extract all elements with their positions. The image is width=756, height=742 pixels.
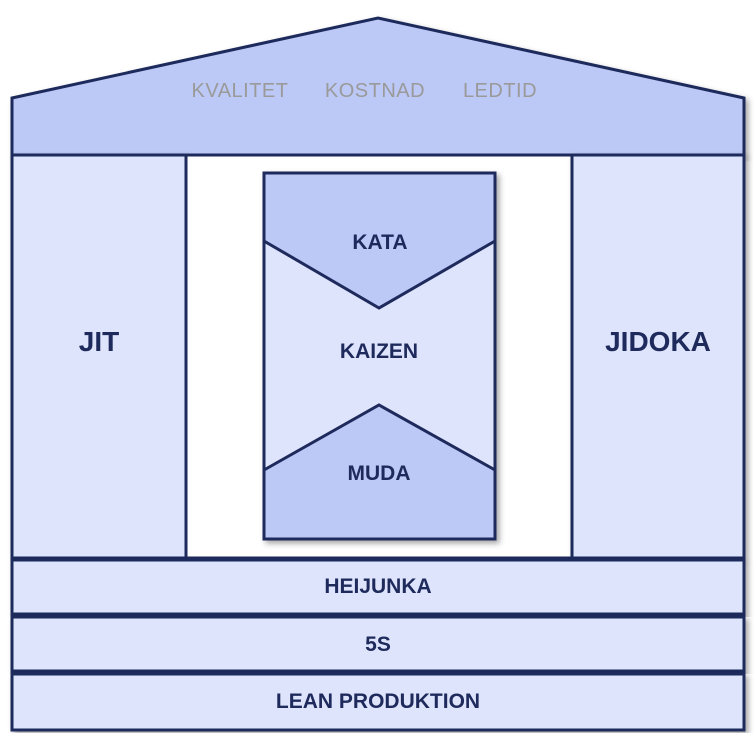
roof-goal-cost: KOSTNAD: [325, 80, 425, 102]
5s-label: 5S: [365, 633, 391, 656]
center-box-outline: [262, 171, 497, 541]
foundation-lean-produktion: [10, 672, 746, 732]
heijunka-label: HEIJUNKA: [324, 575, 431, 598]
roof-goal-quality: KVALITET: [192, 80, 289, 102]
left-pillar: [10, 153, 188, 560]
lean-produktion-label: LEAN PRODUKTION: [276, 690, 480, 713]
roof: [10, 16, 746, 157]
kaizen-label: KAIZEN: [340, 340, 418, 363]
roof-goal-leadtime: LEDTID: [463, 80, 537, 102]
roof-shape: [10, 16, 746, 157]
kata-label: KATA: [352, 231, 407, 254]
left-pillar-label: JIT: [79, 326, 119, 357]
muda-label: MUDA: [348, 462, 411, 485]
right-pillar: [570, 153, 746, 560]
right-pillar-label: JIDOKA: [605, 326, 711, 357]
foundation-heijunka: [10, 558, 746, 616]
foundation-5s: [10, 615, 746, 673]
